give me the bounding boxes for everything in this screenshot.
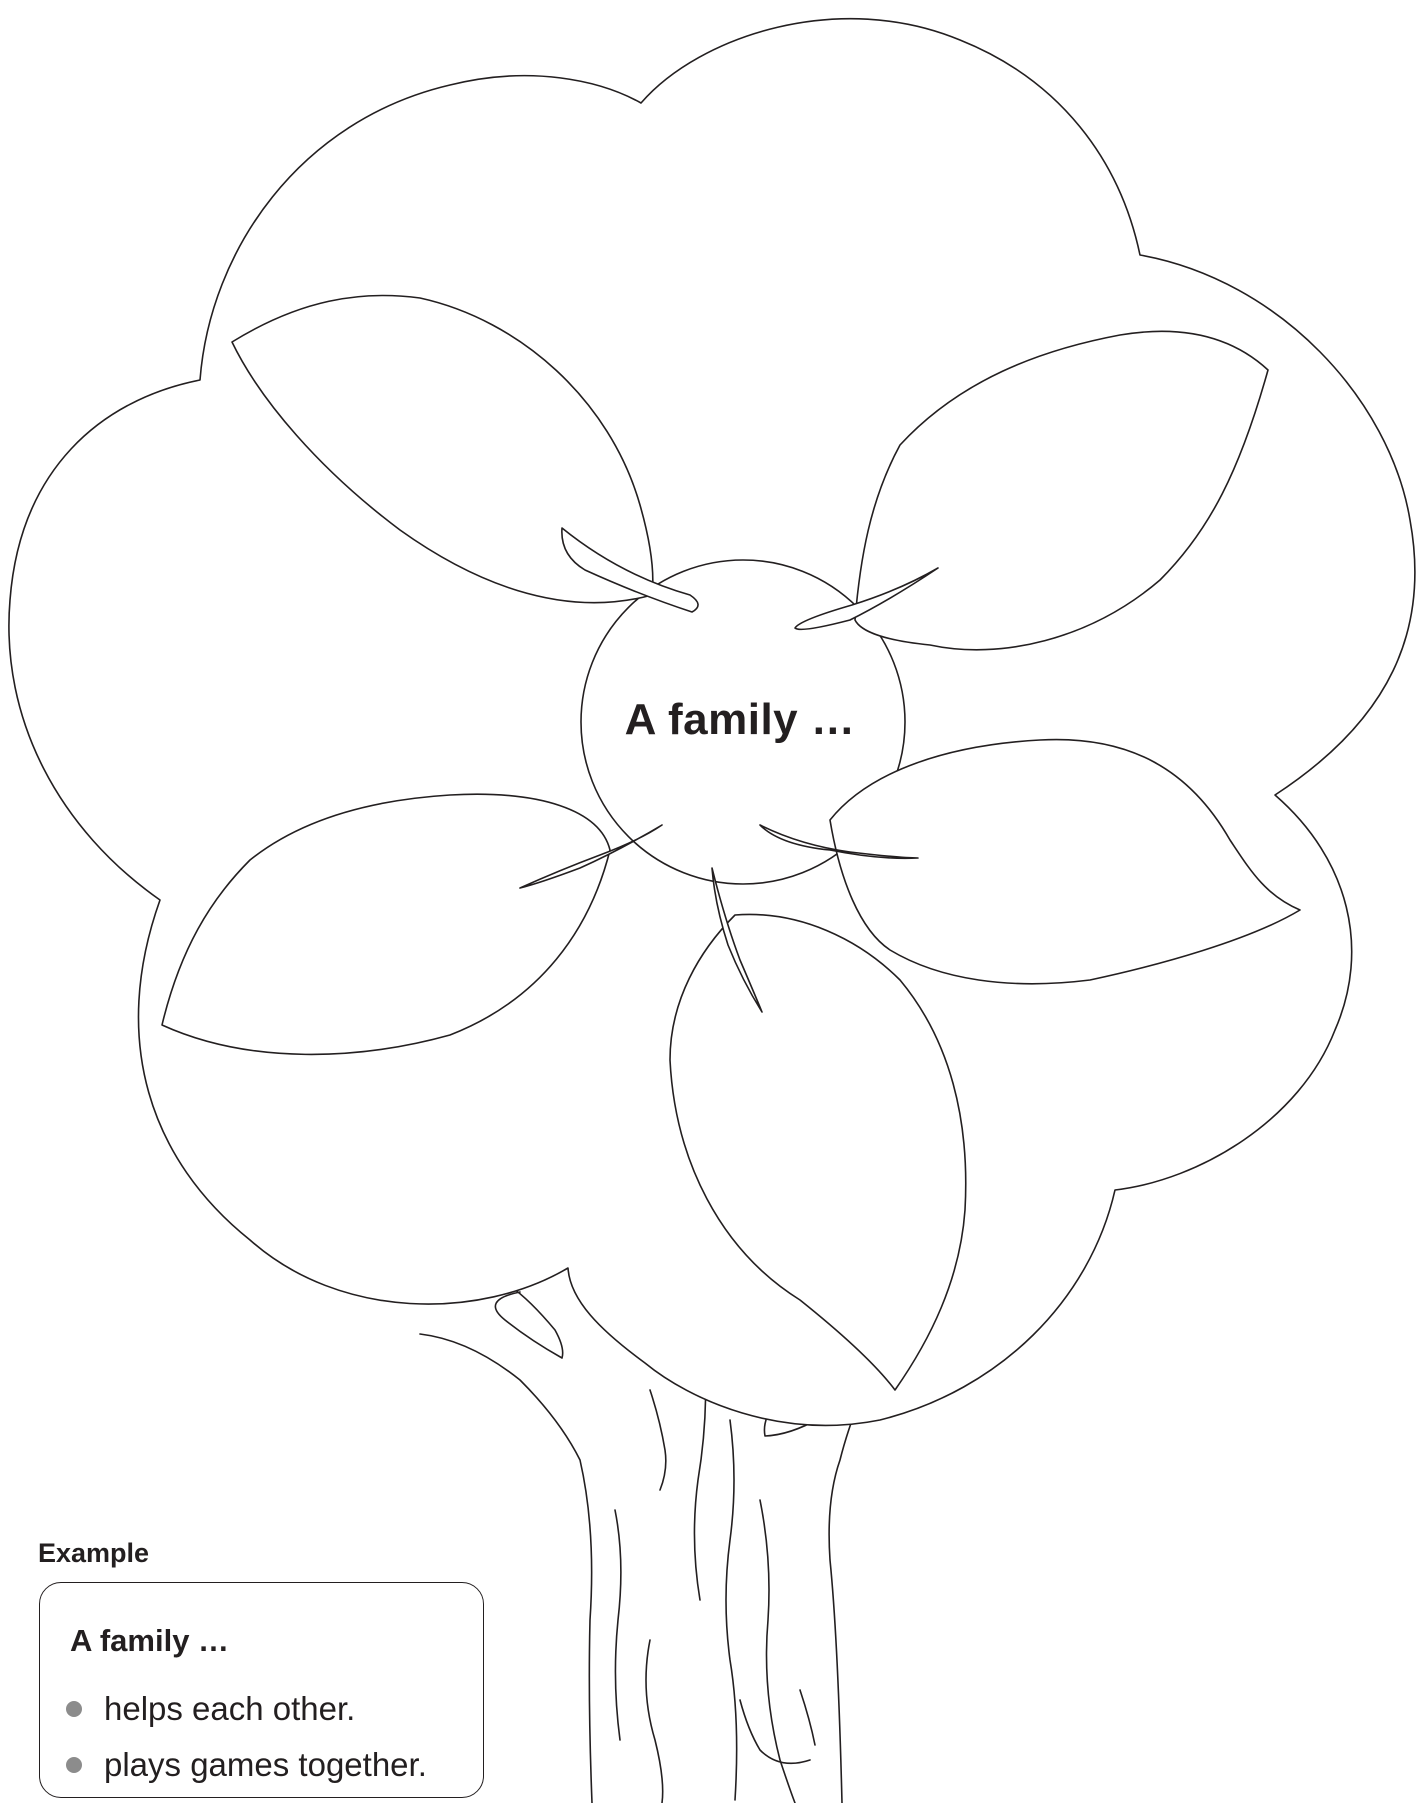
center-label: A family …: [575, 695, 905, 745]
bullet-icon: [66, 1757, 82, 1773]
example-title: A family …: [70, 1623, 229, 1659]
example-item-text: helps each other.: [104, 1690, 355, 1728]
example-list: helps each other. plays games together.: [66, 1681, 427, 1793]
list-item: plays games together.: [66, 1737, 427, 1793]
list-item: helps each other.: [66, 1681, 427, 1737]
example-item-text: plays games together.: [104, 1746, 427, 1784]
bullet-icon: [66, 1701, 82, 1717]
example-heading: Example: [38, 1538, 149, 1569]
example-box: A family … helps each other. plays games…: [39, 1582, 484, 1798]
